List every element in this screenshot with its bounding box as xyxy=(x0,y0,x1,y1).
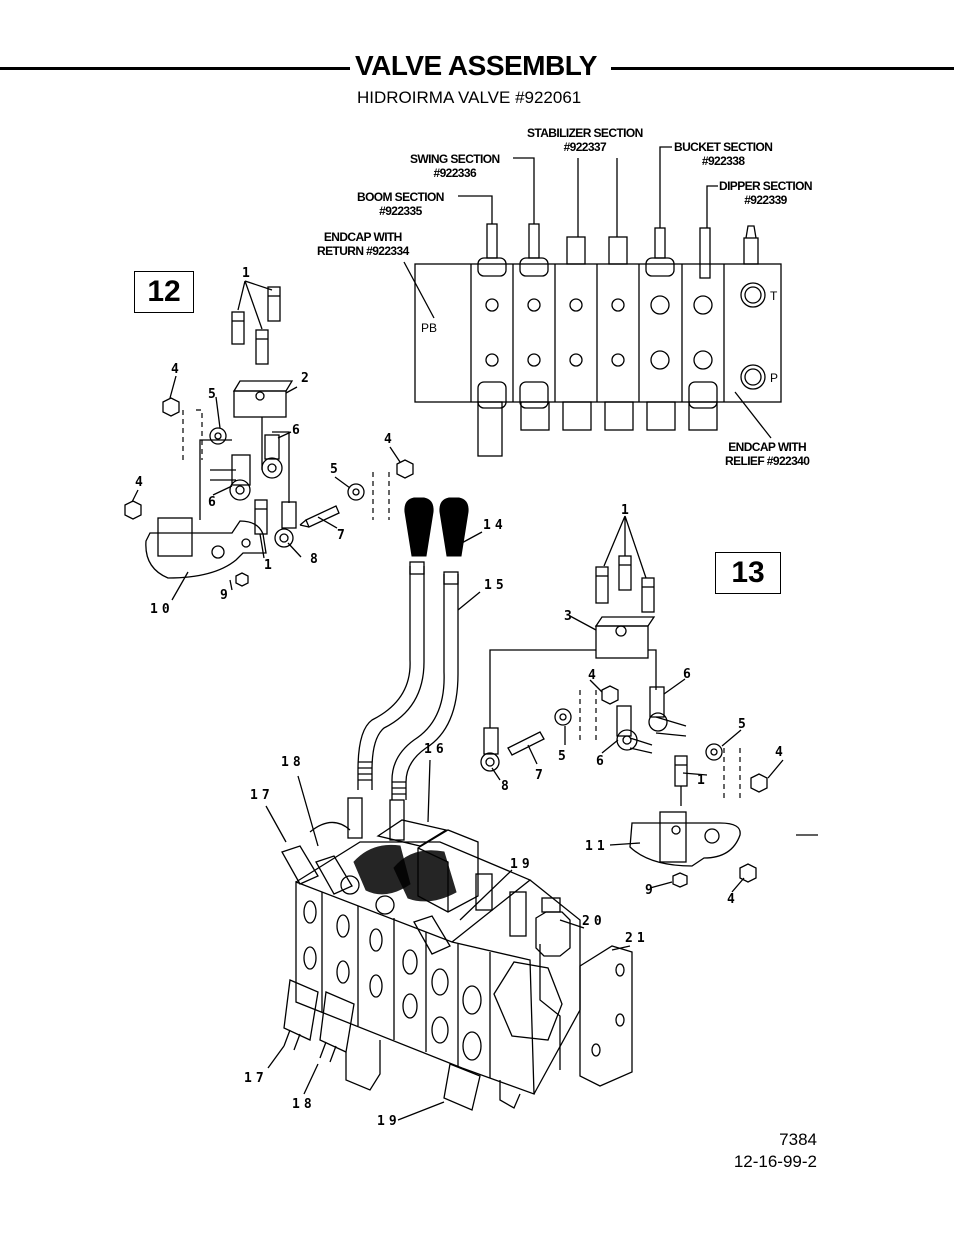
figure-12-label: 12 xyxy=(134,271,194,313)
part-number-17: 17 xyxy=(250,788,274,803)
port-p-label: P xyxy=(770,371,778,385)
part-number-6: 6 xyxy=(208,495,217,510)
callout-number: RETURN #922334 xyxy=(317,244,409,258)
valve-body-top-view xyxy=(403,146,782,457)
part-number-15: 15 xyxy=(484,578,508,593)
callout-text: DIPPER SECTION xyxy=(719,179,813,193)
part-number-1: 1 xyxy=(264,558,273,573)
port-t-label: T xyxy=(770,289,778,303)
part-number-4: 4 xyxy=(384,432,393,447)
callout-text: STABILIZER SECTION xyxy=(527,126,643,140)
part-number-4: 4 xyxy=(727,892,736,907)
part-number-4: 4 xyxy=(775,745,784,760)
part-number-8: 8 xyxy=(501,779,510,794)
part-number-5: 5 xyxy=(330,462,339,477)
callout-endcap-relief: ENDCAP WITH RELIEF #922340 xyxy=(725,440,810,468)
callout-text: SWING SECTION xyxy=(410,152,500,166)
part-number-2: 2 xyxy=(301,371,310,386)
port-pb-label: PB xyxy=(421,321,437,335)
callout-text: ENDCAP WITH xyxy=(728,440,807,454)
part-number-4: 4 xyxy=(588,668,597,683)
callout-number: #922336 xyxy=(433,166,477,180)
part-number-5: 5 xyxy=(208,387,217,402)
part-number-6: 6 xyxy=(683,667,692,682)
part-number-16: 16 xyxy=(424,742,448,757)
callout-bucket-section: BUCKET SECTION #922338 xyxy=(674,140,773,168)
callout-boom-section: BOOM SECTION #922335 xyxy=(357,190,444,218)
callout-endcap-return: ENDCAP WITH RETURN #922334 xyxy=(317,230,409,258)
part-number-7: 7 xyxy=(337,528,346,543)
part-number-5: 5 xyxy=(558,749,567,764)
part-number-8: 8 xyxy=(310,552,319,567)
part-number-9: 9 xyxy=(220,588,229,603)
part-number-14: 14 xyxy=(483,518,507,533)
page-title: VALVE ASSEMBLY xyxy=(355,50,597,81)
valve-body-iso-view xyxy=(265,759,633,1121)
title-rule-right xyxy=(611,67,954,70)
callout-number: #922339 xyxy=(744,193,787,207)
figure-12-bracket xyxy=(124,280,414,601)
part-number-3: 3 xyxy=(564,609,573,624)
control-levers xyxy=(357,497,483,800)
page-subtitle: HIDROIRMA VALVE #922061 xyxy=(357,88,582,107)
part-number-1: 1 xyxy=(242,266,251,281)
callout-text: BUCKET SECTION xyxy=(674,140,773,154)
part-number-6: 6 xyxy=(596,754,605,769)
callout-text: ENDCAP WITH xyxy=(323,230,402,244)
figure-13-label: 13 xyxy=(715,552,781,594)
part-number-4: 4 xyxy=(171,362,180,377)
part-number-17: 17 xyxy=(244,1071,268,1086)
part-number-18: 18 xyxy=(292,1097,316,1112)
callout-number: RELIEF #922340 xyxy=(725,454,810,468)
callout-number: #922338 xyxy=(701,154,745,168)
title-rule-left xyxy=(0,67,350,70)
part-number-21: 21 xyxy=(625,931,649,946)
drawing-number: 7384 xyxy=(779,1130,817,1149)
part-number-1: 1 xyxy=(621,503,630,518)
part-number-11: 11 xyxy=(585,839,609,854)
part-number-5: 5 xyxy=(738,717,747,732)
part-number-7: 7 xyxy=(535,768,544,783)
callout-dipper-section: DIPPER SECTION #922339 xyxy=(719,179,813,207)
part-number-20: 20 xyxy=(582,914,606,929)
callout-swing-section: SWING SECTION #922336 xyxy=(410,152,500,180)
callout-number: #922337 xyxy=(563,140,607,154)
part-number-18: 18 xyxy=(281,755,305,770)
part-number-19: 19 xyxy=(510,857,534,872)
figure-13-bracket xyxy=(480,515,818,893)
part-number-10: 10 xyxy=(150,602,174,617)
part-number-6: 6 xyxy=(292,423,301,438)
callout-stabilizer-section: STABILIZER SECTION #922337 xyxy=(527,126,643,154)
part-number-19: 19 xyxy=(377,1114,401,1129)
part-number-1: 1 xyxy=(697,773,706,788)
callout-number: #922335 xyxy=(379,204,422,218)
part-number-4: 4 xyxy=(135,475,144,490)
callout-text: BOOM SECTION xyxy=(357,190,444,204)
date-code: 12-16-99-2 xyxy=(733,1152,817,1171)
part-number-9: 9 xyxy=(645,883,654,898)
